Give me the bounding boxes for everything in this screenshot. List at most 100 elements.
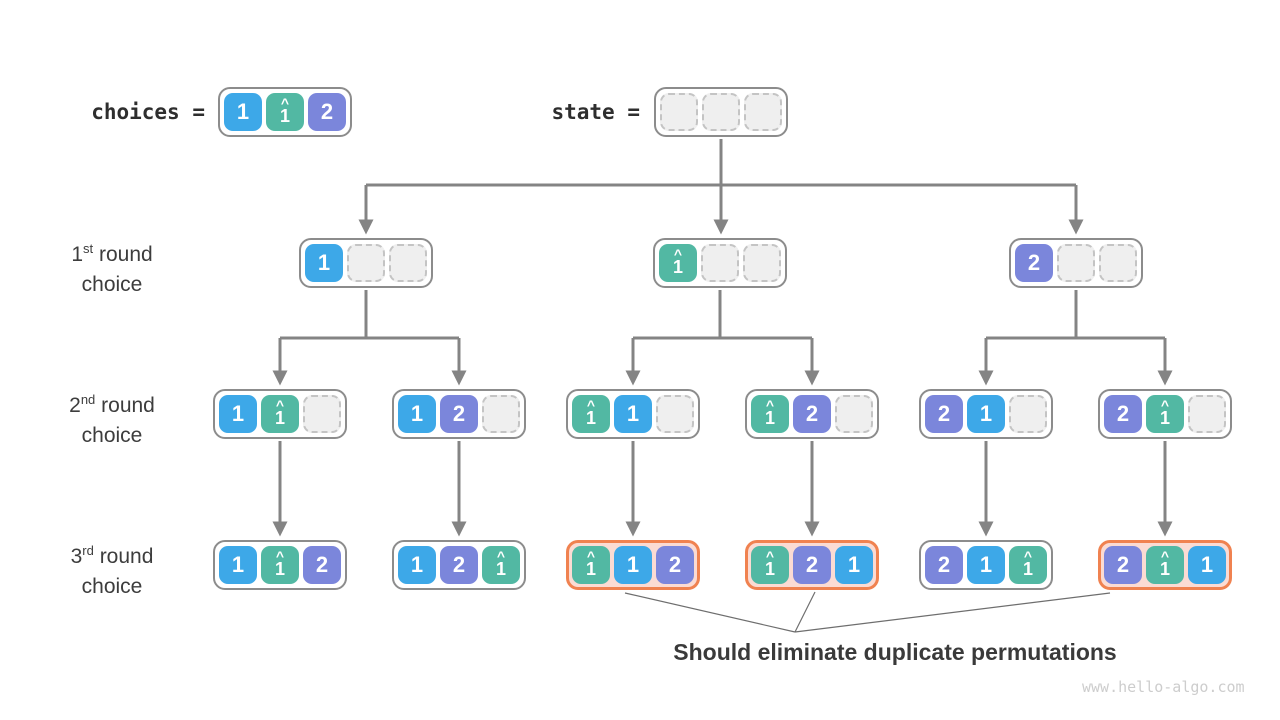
element-1-hat: ^1 [1146, 546, 1184, 584]
state-box [654, 87, 788, 137]
round1-node-1: 1 [299, 238, 433, 288]
element-2: 2 [308, 93, 346, 131]
hat-mark: ^ [1160, 548, 1170, 564]
duplicate-callout-lines [624, 591, 1111, 633]
hat-mark: ^ [280, 95, 290, 111]
row-label-round2: 2nd round choice [69, 385, 155, 451]
cell-value: 1 [279, 106, 290, 126]
empty-slot [702, 93, 740, 131]
round1-node-3: 2 [1009, 238, 1143, 288]
empty-slot [389, 244, 427, 282]
row-label-line2: choice [81, 424, 143, 447]
hat-mark: ^ [673, 246, 683, 262]
cell-value: 1 [274, 408, 285, 428]
round2-to-round3-connector [272, 441, 1173, 537]
cell-value: 1 [672, 257, 683, 277]
element-2: 2 [1104, 546, 1142, 584]
element-1: 1 [398, 546, 436, 584]
row-label-round1: 1st round choice [71, 234, 152, 300]
round1-node-2: ^1 [653, 238, 787, 288]
cell-value: 1 [1159, 408, 1170, 428]
empty-slot [744, 93, 782, 131]
row-label-round3: 3rd round choice [71, 536, 154, 602]
element-1-hat: ^1 [751, 546, 789, 584]
element-2: 2 [440, 546, 478, 584]
empty-slot [1057, 244, 1095, 282]
element-1-hat: ^1 [1146, 395, 1184, 433]
round2-node-6: 2^1 [1098, 389, 1232, 439]
hat-mark: ^ [1160, 397, 1170, 413]
element-1: 1 [967, 546, 1005, 584]
element-1-hat: ^1 [659, 244, 697, 282]
element-1-hat: ^1 [266, 93, 304, 131]
row-label-line2: choice [81, 575, 143, 598]
element-2: 2 [303, 546, 341, 584]
hat-mark: ^ [275, 397, 285, 413]
element-1: 1 [219, 395, 257, 433]
element-1-hat: ^1 [572, 395, 610, 433]
element-2: 2 [656, 546, 694, 584]
row-label-line1: 3rd round [70, 543, 154, 568]
duplicate-annotation: Should eliminate duplicate permutations [673, 639, 1117, 665]
watermark: www.hello-algo.com [1082, 678, 1245, 696]
element-1-hat: ^1 [482, 546, 520, 584]
empty-slot [1009, 395, 1047, 433]
element-2: 2 [1104, 395, 1142, 433]
cell-value: 1 [1159, 559, 1170, 579]
element-1: 1 [967, 395, 1005, 433]
empty-slot [482, 395, 520, 433]
element-1: 1 [1188, 546, 1226, 584]
hat-mark: ^ [496, 548, 506, 564]
empty-slot [835, 395, 873, 433]
cell-value: 1 [764, 559, 775, 579]
hat-mark: ^ [275, 548, 285, 564]
empty-slot [1099, 244, 1137, 282]
choices-label: choices = [91, 100, 205, 124]
element-1: 1 [835, 546, 873, 584]
element-1-hat: ^1 [261, 546, 299, 584]
cell-value: 1 [1022, 559, 1033, 579]
empty-slot [1188, 395, 1226, 433]
state-to-round1-connector [358, 139, 1084, 235]
empty-slot [743, 244, 781, 282]
hat-mark: ^ [586, 548, 596, 564]
empty-slot [660, 93, 698, 131]
row-label-line1: 2nd round [69, 392, 155, 417]
empty-slot [701, 244, 739, 282]
element-2: 2 [793, 395, 831, 433]
cell-value: 1 [274, 559, 285, 579]
cell-value: 1 [585, 408, 596, 428]
hat-mark: ^ [765, 397, 775, 413]
empty-slot [656, 395, 694, 433]
row-label-line2: choice [81, 273, 143, 296]
element-1-hat: ^1 [261, 395, 299, 433]
empty-slot [347, 244, 385, 282]
round1-to-round2-connector [272, 290, 1173, 386]
cell-value: 1 [764, 408, 775, 428]
element-1-hat: ^1 [572, 546, 610, 584]
cell-value: 1 [585, 559, 596, 579]
state-label: state = [551, 100, 640, 124]
element-2: 2 [925, 546, 963, 584]
element-1: 1 [224, 93, 262, 131]
row-label-line1: 1st round [71, 241, 153, 266]
element-2: 2 [1015, 244, 1053, 282]
element-2: 2 [440, 395, 478, 433]
element-1: 1 [614, 395, 652, 433]
element-1: 1 [614, 546, 652, 584]
cell-value: 1 [495, 559, 506, 579]
round2-node-1: 1^1 [213, 389, 347, 439]
element-1: 1 [305, 244, 343, 282]
